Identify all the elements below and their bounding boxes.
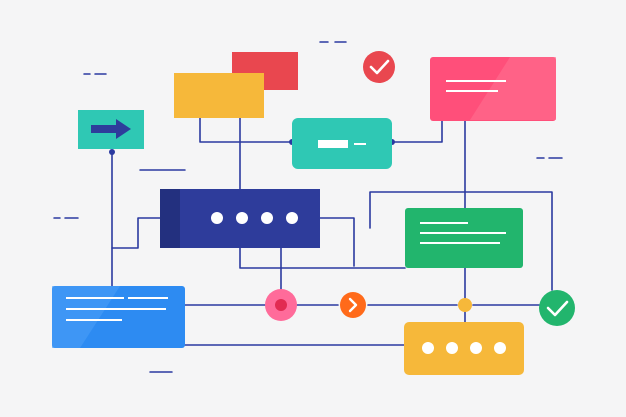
chevron-right-icon: [348, 297, 358, 313]
text-line: [420, 242, 500, 244]
text-line: [318, 140, 348, 148]
top-yellow-card: [174, 73, 264, 118]
top-check-badge: [363, 51, 395, 83]
navy-dots-card: [160, 189, 320, 248]
text-line: [128, 297, 168, 299]
connector-navy-right: [319, 217, 355, 267]
connector-teal-to-pink: [391, 119, 443, 143]
text-line: [420, 232, 506, 234]
dot-icon: [275, 299, 287, 311]
center-teal-card: [292, 118, 392, 169]
blue-card: [52, 286, 185, 348]
teal-arrow-card: [78, 110, 144, 149]
text-line: [354, 143, 366, 145]
ellipsis-icon: [422, 342, 506, 354]
green-card: [405, 208, 523, 268]
yellow-dot-node: [458, 298, 472, 312]
connector-navy-to-green: [239, 247, 406, 269]
connector-lines: [111, 117, 553, 346]
connector-navy-left: [111, 217, 161, 249]
dot-icon: [261, 212, 273, 224]
decorative-dashes: [53, 41, 563, 373]
dot-icon: [211, 212, 223, 224]
checkmark-icon: [369, 59, 390, 75]
yellow-dots-card: [404, 322, 524, 375]
connector-yellow-to-teal: [199, 117, 293, 143]
text-line: [446, 90, 498, 92]
bottom-check-badge: [539, 290, 575, 326]
connector-bracket-right: [369, 191, 553, 291]
orange-chevron-node: [340, 292, 366, 318]
pink-node: [265, 289, 297, 321]
text-line: [66, 319, 122, 321]
arrow-right-icon: [91, 119, 131, 139]
checkmark-icon: [546, 300, 569, 317]
pink-card: [430, 57, 556, 121]
dot-icon: [236, 212, 248, 224]
dot-icon: [286, 212, 298, 224]
text-line: [66, 308, 166, 310]
connector-dot-icon: [109, 149, 115, 155]
text-line: [446, 80, 506, 82]
text-line: [66, 297, 124, 299]
text-line: [420, 222, 468, 224]
